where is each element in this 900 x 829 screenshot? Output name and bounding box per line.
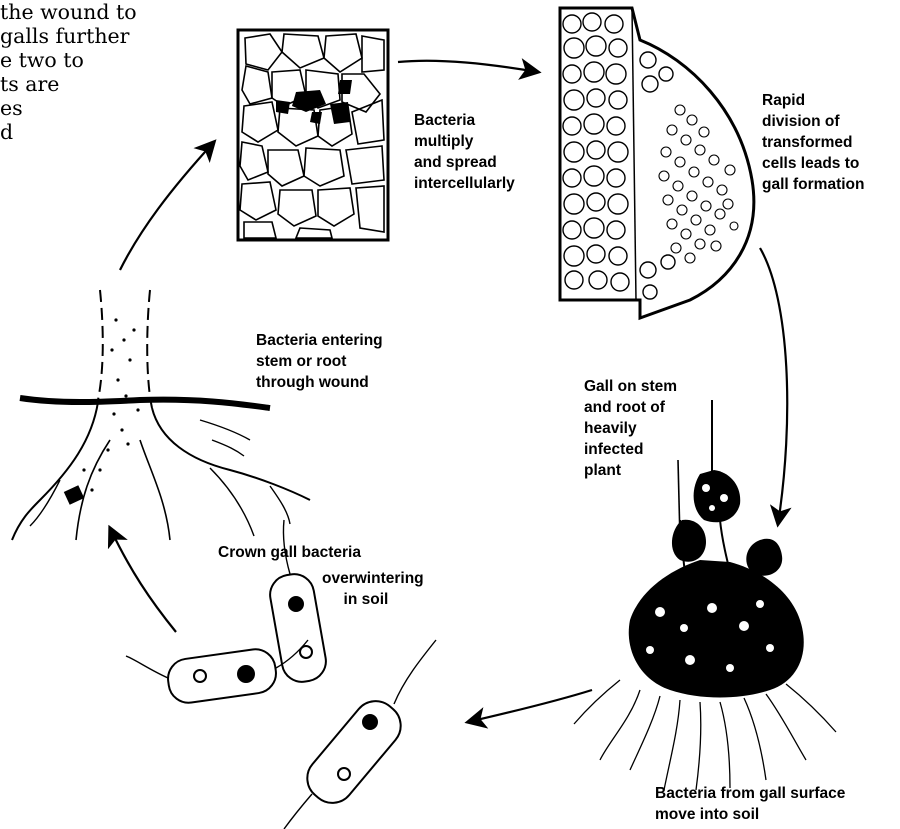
arrow-stem-to-cells xyxy=(120,142,214,270)
arrow-plant-to-soil xyxy=(468,690,592,722)
arrow-gall-to-plant xyxy=(760,248,787,524)
label-overwintering-in-soil: overwintering in soil xyxy=(322,568,424,610)
bacterium-diagonal xyxy=(284,640,436,829)
label-bacteria-entering: Bacteria entering stem or root through w… xyxy=(256,330,383,393)
label-crown-gall-bacteria: Crown gall bacteria xyxy=(218,542,361,563)
label-bacteria-multiply: Bacteria multiply and spread intercellul… xyxy=(414,110,515,194)
label-gall-formation: Rapid division of transformed cells lead… xyxy=(762,90,864,195)
label-gall-on-plant: Gall on stem and root of heavily infecte… xyxy=(584,376,677,481)
label-bacteria-into-soil: Bacteria from gall surface move into soi… xyxy=(655,783,845,825)
bacteria-cells-illustration xyxy=(126,520,436,829)
gall-formation-cross-section-illustration xyxy=(560,8,754,318)
arrow-soil-to-root xyxy=(110,528,176,632)
stem-and-root-illustration xyxy=(12,290,310,540)
bacterium-horizontal xyxy=(126,640,308,705)
intercellular-cells-illustration xyxy=(238,30,388,240)
arrow-cells-to-gall xyxy=(398,61,538,72)
